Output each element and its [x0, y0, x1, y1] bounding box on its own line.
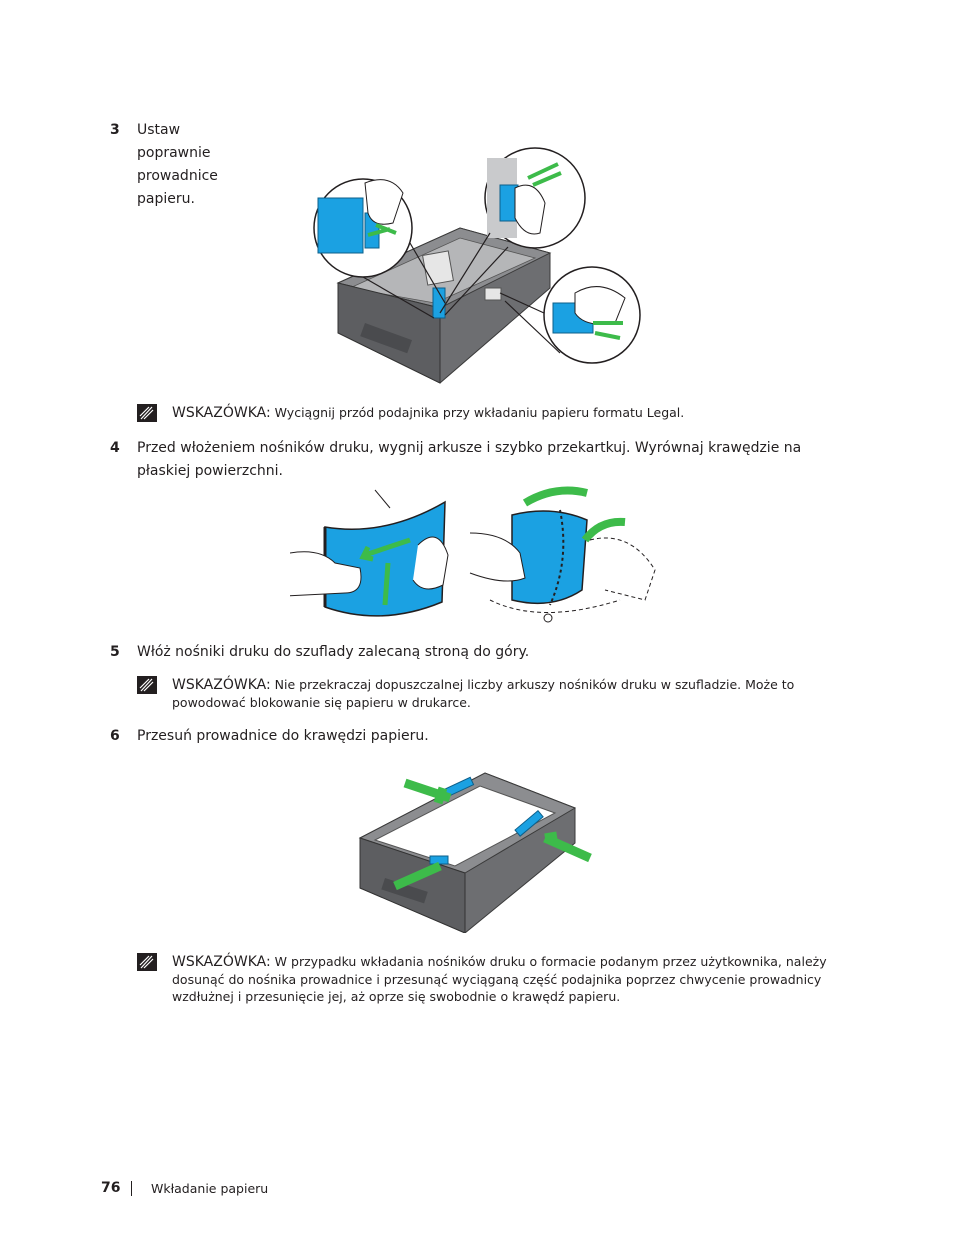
note-text-line-1: Nie przekraczaj dopuszczalnej liczby ark…: [274, 677, 795, 692]
note-label: WSKAZÓWKA:: [172, 405, 271, 421]
page-number: 76: [101, 1180, 121, 1196]
step-number: 5: [110, 644, 120, 660]
tray-paper-guides-illustration: [358, 772, 592, 933]
step-number: 3: [110, 122, 120, 138]
note-text-line-3: wzdłużnej i przesunięcie jej, aż oprze s…: [172, 989, 621, 1004]
footer-divider: [131, 1181, 132, 1196]
note-text: Wyciągnij przód podajnika przy wkładaniu…: [274, 405, 685, 420]
note-label: WSKAZÓWKA:: [172, 677, 271, 693]
step-text-line-2: płaskiej powierzchni.: [137, 463, 283, 479]
flex-paper-illustration: [290, 486, 656, 623]
note-label: WSKAZÓWKA:: [172, 954, 271, 970]
step-text: Przesuń prowadnice do krawędzi papieru.: [137, 728, 429, 744]
step-text: Włóż nośniki druku do szuflady zalecaną …: [137, 644, 530, 660]
step-number: 6: [110, 728, 120, 744]
section-title: Wkładanie papieru: [151, 1181, 269, 1196]
note-text-line-1: W przypadku wkładania nośników druku o f…: [274, 954, 827, 969]
step-text-line-1: Przed włożeniem nośników druku, wygnij a…: [137, 440, 802, 456]
note-text-line-2: powodować blokowanie się papieru w druka…: [172, 695, 471, 710]
tray-guides-illustration: [313, 147, 641, 384]
step-number: 4: [110, 440, 120, 456]
pencil-note-icon: [137, 404, 157, 422]
pencil-note-icon: [137, 953, 157, 971]
pencil-note-icon: [137, 676, 157, 694]
note-text-line-2: dosunąć do nośnika prowadnice i przesuną…: [172, 972, 822, 987]
step-text: Ustaw poprawnie prowadnice papieru.: [137, 122, 218, 207]
